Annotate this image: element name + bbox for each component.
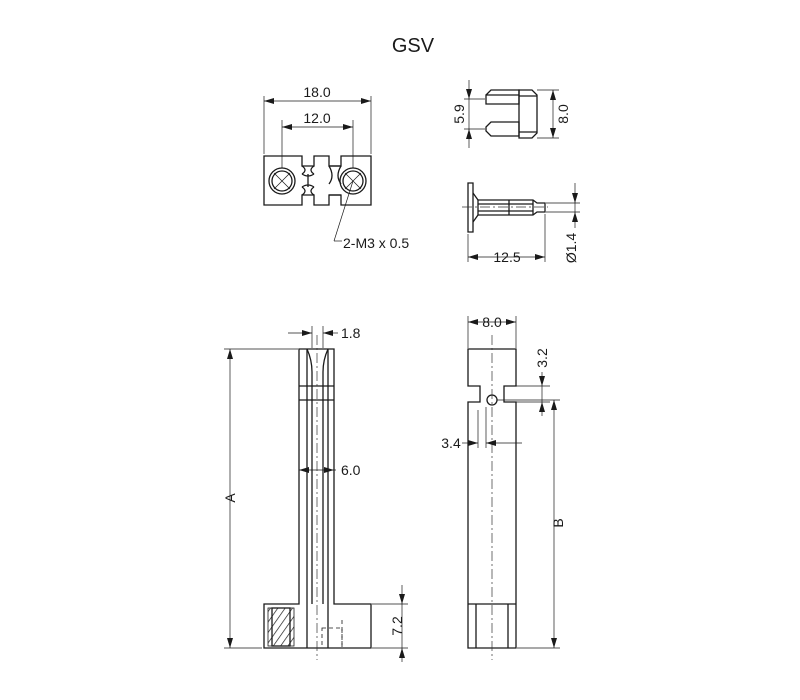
pin-shaft [477,199,546,216]
dim-side-height: 8.0 [555,104,571,124]
top-view-outline [263,155,372,206]
side-view: 5.9 8.0 [451,80,571,148]
dim-pin-diameter: Ø1.4 [563,233,579,264]
side-view-outline [485,89,520,105]
dim-hole-pitch: 12.0 [303,110,330,126]
top-view: 18.0 12.0 2-M3 x 0.5 [263,84,409,251]
dim-pin-length: 12.5 [493,249,520,265]
dim-right-width: 8.0 [482,314,502,330]
dim-pin-spacing: 5.9 [451,104,467,124]
thread-callout: 2-M3 x 0.5 [343,235,409,251]
dim-hole-offset: 3.4 [441,435,461,451]
dim-base-height: 7.2 [389,616,405,636]
dim-overall-length: A [222,493,238,503]
pin-head [467,182,474,233]
pin-view: 12.5 Ø1.4 [462,182,580,265]
dim-notch-height: 3.2 [534,348,550,368]
drawing-title: GSV [392,35,435,57]
dim-overall-width: 18.0 [303,84,330,100]
dim-length: B [550,518,566,527]
dim-slot-spacing: 6.0 [341,462,361,478]
right-view: 8.0 3.2 3.4 B [441,314,566,660]
front-view-outline [263,348,372,649]
dim-slot-width: 1.8 [341,325,361,341]
front-view: 1.8 6.0 A 7.2 [222,325,408,662]
